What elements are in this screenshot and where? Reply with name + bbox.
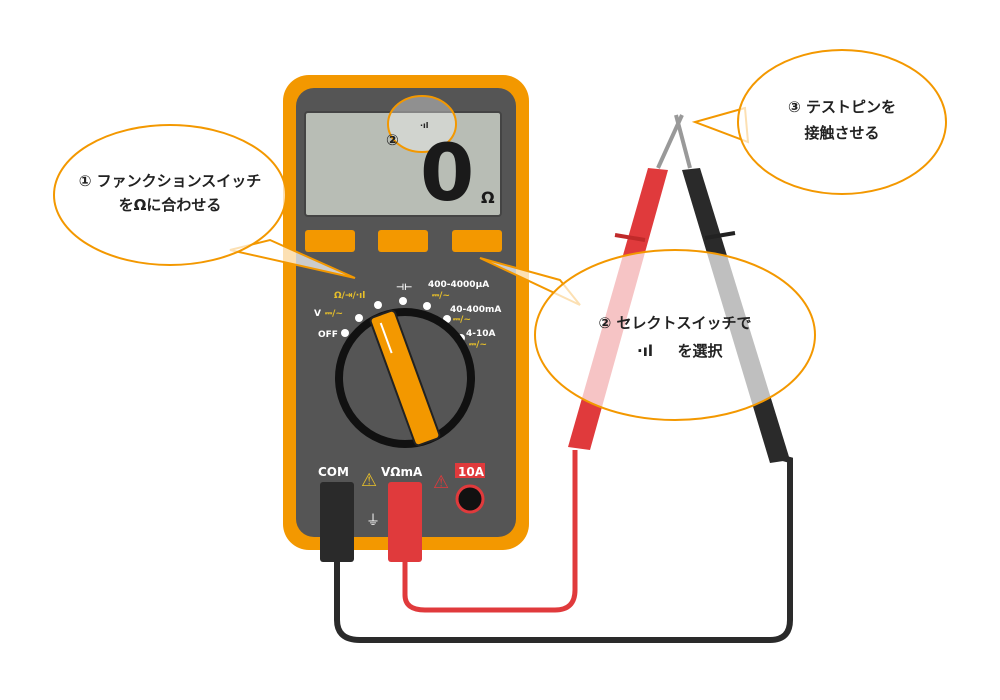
dial-label-off: OFF <box>318 330 338 340</box>
jack-label-10a: 10A <box>458 465 485 479</box>
dial-dot <box>355 314 363 322</box>
dial-label-amp-sym: ⎓/~ <box>469 340 487 350</box>
dial-label-amp: 4-10A <box>466 329 496 339</box>
callout-step1-line2: をΩに合わせる <box>119 196 222 214</box>
lcd-unit: Ω <box>481 188 495 207</box>
lcd-continuity-icon: ·ıl <box>420 121 429 130</box>
dial-label-capacitance: ⊣⊢ <box>396 283 412 293</box>
dial-dot <box>423 302 431 310</box>
lcd-reading: 0 <box>420 129 474 219</box>
warning-icon: ⚠ <box>433 472 449 493</box>
jack-label-vohm: VΩmA <box>381 465 423 479</box>
dial-dot <box>341 329 349 337</box>
dial-label-microamp-sym: ⎓/~ <box>432 291 450 301</box>
jack-label-com: COM <box>318 465 349 479</box>
callout-step3: ③ テストピンを 接触させる <box>691 49 947 195</box>
dial-label-milliamp: 40-400mA <box>450 305 501 315</box>
function-button-middle[interactable] <box>378 230 428 252</box>
callout-step3-line2: 接触させる <box>804 124 879 142</box>
jack-10a[interactable] <box>455 484 485 514</box>
dial-label-milliamp-sym: ⎓/~ <box>453 315 471 325</box>
dial-label-volt: V <box>314 309 321 319</box>
dial-label-microamp: 400-4000μA <box>428 280 489 290</box>
function-switch-dial[interactable] <box>335 308 475 448</box>
callout-step2: ② セレクトスイッチで ·ıl を選択 <box>479 249 816 421</box>
function-button-left[interactable] <box>305 230 355 252</box>
callout-display-marker <box>387 95 457 153</box>
ground-icon: ⏚ <box>366 513 380 529</box>
callout-step1-line1: ① ファンクションスイッチ <box>79 172 262 190</box>
continuity-icon: ·ıl <box>637 342 653 360</box>
dial-dot <box>374 301 382 309</box>
red-lead-cable <box>402 450 578 613</box>
callout-step1: ① ファンクションスイッチ をΩに合わせる <box>53 124 356 279</box>
black-lead-cable <box>334 452 793 643</box>
callout-step3-line1: ③ テストピンを <box>788 98 896 116</box>
callout-step2-line2: を選択 <box>677 342 723 360</box>
black-probe-plug[interactable] <box>320 482 354 562</box>
display-step-marker: ② <box>386 131 399 149</box>
dial-label-volt-sym: ⎓/~ <box>325 309 343 319</box>
warning-icon: ⚠ <box>361 470 377 491</box>
dial-dot <box>399 297 407 305</box>
red-probe-plug[interactable] <box>388 482 422 562</box>
dial-label-ohm: Ω/⇥/·ıl <box>334 291 365 301</box>
select-button[interactable] <box>452 230 502 252</box>
callout-step2-line1: ② セレクトスイッチで <box>599 314 752 332</box>
